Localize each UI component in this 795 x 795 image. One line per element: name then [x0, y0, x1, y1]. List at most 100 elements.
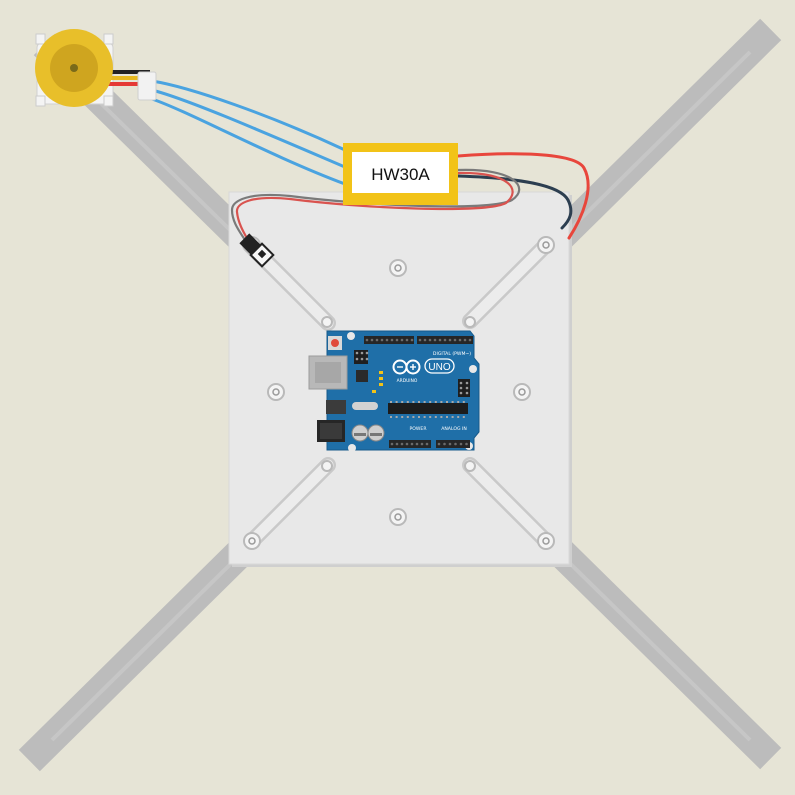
chip-pin [446, 401, 448, 403]
header-pin [433, 338, 437, 342]
reset-button-cap[interactable] [331, 339, 339, 347]
arduino-logo-text: ARDUINO [397, 378, 418, 384]
header-pin [370, 338, 374, 342]
hole-inner-bl [321, 460, 333, 472]
header-pin [405, 442, 409, 446]
board-pcb [326, 330, 480, 451]
motor-wire-3 [150, 97, 347, 186]
arm-clamp-top-right [462, 237, 554, 329]
chip-pin [390, 416, 392, 418]
chip-pin [406, 416, 409, 418]
board-hole-tl [347, 332, 355, 340]
hole-corner-tr [537, 236, 555, 254]
arduino-logo [392, 359, 421, 375]
chip-pin [390, 401, 392, 403]
power-label: POWER [409, 426, 427, 432]
header-pin [400, 338, 404, 342]
motor-lead-yellow [108, 76, 150, 80]
header-pin [400, 442, 404, 446]
chip-pins [390, 401, 465, 418]
header-pin [448, 442, 452, 446]
digital-header-pins [365, 338, 472, 342]
header-pin [390, 338, 394, 342]
chip-pin [457, 401, 460, 403]
header-pin [410, 442, 414, 446]
chip-pin [462, 401, 465, 403]
esc-power-red [456, 152, 590, 240]
motor-wire-2 [150, 88, 347, 169]
chip-pin [440, 416, 443, 418]
header-pin [437, 442, 441, 446]
chip-pin [451, 416, 454, 418]
brushless-motor[interactable] [35, 29, 157, 107]
esc-label: HW30A [371, 165, 430, 184]
chip-pin [440, 401, 443, 403]
chip-pin [395, 416, 398, 418]
header-pin [380, 338, 384, 342]
chip-pin [412, 401, 415, 403]
chip-pin [406, 401, 409, 403]
signal-connector [239, 233, 275, 268]
voltage-regulator [326, 400, 346, 414]
status-leds [372, 371, 383, 393]
mounting-holes [243, 236, 555, 550]
chip-pin [457, 416, 460, 418]
chip-pin [451, 401, 454, 403]
header-pin [443, 442, 446, 446]
esc-module[interactable]: HW30A [343, 143, 458, 205]
board-hole-r [469, 365, 477, 373]
power-header [389, 440, 431, 448]
header-pin [405, 338, 409, 342]
header-pin [465, 442, 468, 446]
hole-inner-tr [464, 316, 476, 328]
header-pin [390, 442, 394, 446]
chip-pin [412, 416, 415, 418]
hole-top [389, 259, 407, 277]
header-pin [395, 338, 399, 342]
header-pin [468, 338, 472, 342]
header-pin [395, 442, 399, 446]
chip-pin [462, 416, 465, 418]
header-pin [438, 338, 442, 342]
header-pin [453, 338, 457, 342]
chip-pin [418, 401, 420, 403]
header-pin [385, 338, 389, 342]
hole-inner-tl [321, 316, 333, 328]
hole-left [267, 383, 285, 401]
header-pin [463, 338, 467, 342]
esc-label-plate [352, 152, 449, 193]
bottom-header-pins [390, 442, 468, 446]
header-pin [410, 338, 414, 342]
atmega-microcontroller [388, 403, 468, 414]
hole-inner-br [464, 460, 476, 472]
chip-pin [401, 401, 404, 403]
hole-corner-bl [243, 532, 261, 550]
hole-corner-br [537, 532, 555, 550]
signal-wire-red [235, 171, 514, 242]
motor-wire-1 [150, 79, 347, 152]
header-pin [420, 442, 424, 446]
chip-pin [418, 416, 420, 418]
digital-header-label: DIGITAL (PWM~) [433, 351, 471, 357]
board-hole-bl [348, 444, 356, 452]
arm-clamp-bottom-left [244, 457, 336, 549]
header-pin [448, 338, 452, 342]
header-pin [428, 338, 432, 342]
analog-header [436, 440, 470, 448]
header-pin [443, 338, 447, 342]
chip-pin [434, 401, 437, 403]
analog-label: ANALOG IN [441, 426, 467, 432]
chip-pin [401, 416, 404, 418]
arduino-uno-board[interactable]: DIGITAL (PWM~) ARDUINO UNO POWER ANALOG … [308, 330, 480, 452]
header-pin [365, 338, 369, 342]
header-pin [458, 338, 462, 342]
header-pin [423, 338, 427, 342]
chip-pin [423, 416, 426, 418]
header-pin [375, 338, 379, 342]
wires [150, 79, 590, 242]
arm-clamp-bottom-right [462, 457, 554, 549]
uno-model-text: UNO [428, 362, 450, 373]
chip-pin [395, 401, 398, 403]
header-pin [415, 442, 419, 446]
chip-pin [446, 416, 448, 418]
